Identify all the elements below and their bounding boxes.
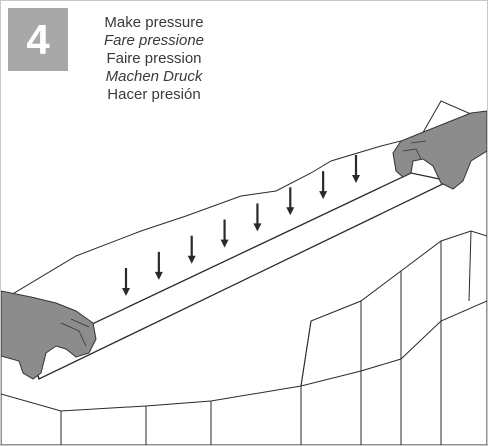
- pressure-arrow: [122, 268, 130, 296]
- caption-italian: Fare pressione: [103, 32, 205, 49]
- step-number-badge: 4: [8, 8, 68, 71]
- right-hand: [392, 110, 487, 190]
- pressure-arrow: [352, 155, 360, 183]
- pressure-arrow: [154, 251, 163, 280]
- pressure-arrow: [253, 203, 262, 232]
- caption-english: Make pressure: [104, 14, 204, 31]
- caption-french: Faire pression: [106, 50, 202, 67]
- caption-german: Machen Druck: [105, 68, 203, 85]
- pressure-arrow: [286, 187, 295, 216]
- pressure-arrow: [319, 171, 328, 200]
- pressure-arrows: [122, 155, 360, 296]
- caption-spanish: Hacer presión: [107, 86, 201, 103]
- pressure-arrow: [220, 219, 229, 248]
- instruction-captions: Make pressure Fare pressione Faire press…: [79, 14, 229, 104]
- left-hand: [1, 290, 97, 380]
- pressure-arrow: [187, 235, 196, 264]
